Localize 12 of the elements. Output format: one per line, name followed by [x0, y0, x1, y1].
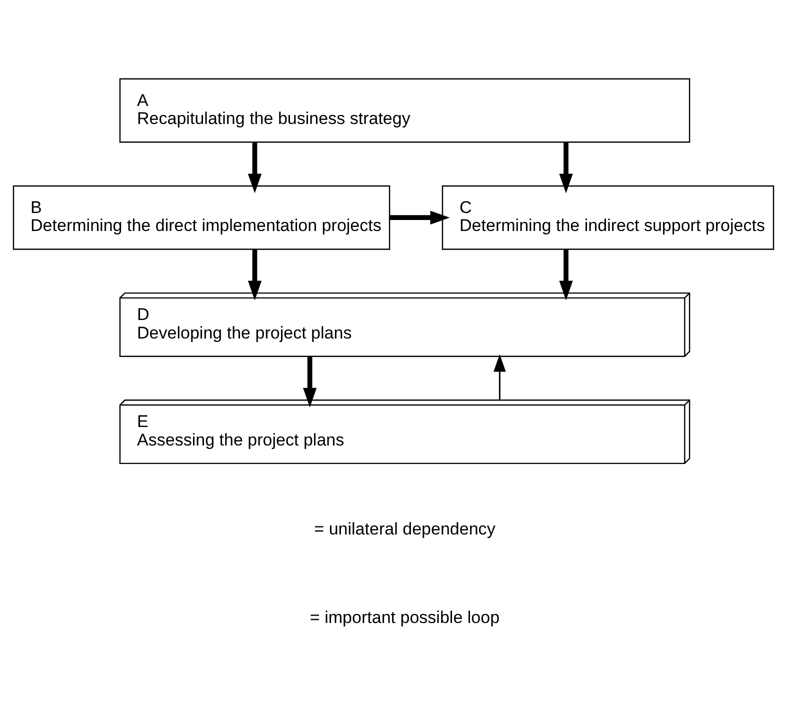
node-box: A Recapitulating the business strategy — [119, 78, 690, 142]
arrow — [248, 142, 262, 193]
legend-label: = unilateral dependency — [314, 518, 496, 538]
arrow — [390, 210, 450, 224]
arrow — [559, 142, 573, 193]
arrow — [559, 249, 573, 300]
node-box: C Determining the indirect support projects — [442, 184, 774, 250]
arrow — [248, 249, 262, 300]
arrow — [494, 354, 506, 400]
arrow — [302, 356, 317, 407]
node-box: B Determining the direct implementation projects — [12, 184, 390, 250]
legend-label: = important possible loop — [310, 608, 500, 627]
